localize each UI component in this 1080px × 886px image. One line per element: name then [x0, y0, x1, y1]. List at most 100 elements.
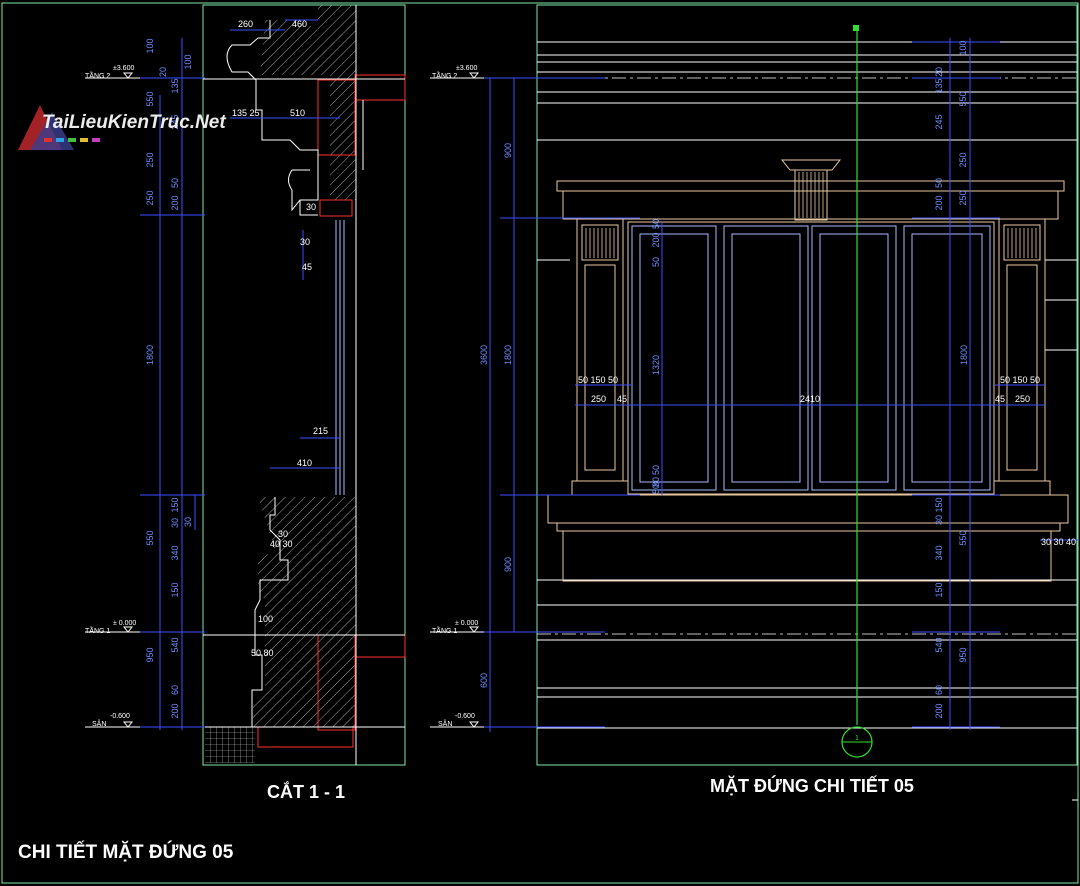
- dim-inner-1800: 1800: [959, 345, 969, 365]
- elev-level-ground-name: SÂN: [438, 719, 452, 728]
- dim-50-80: 50 80: [251, 648, 274, 658]
- section-dim-15: 540: [170, 637, 180, 652]
- section-title: CẮT 1 - 1: [267, 781, 345, 802]
- dim-40-30: 40 30: [270, 539, 293, 549]
- section-right-dim-1: 30: [183, 517, 193, 527]
- elev-right-dim-2: 135: [934, 78, 944, 93]
- dim-30b: 30: [300, 237, 310, 247]
- watermark-text: TaiLieuKienTruc.Net: [42, 112, 226, 133]
- dim-260: 260: [238, 19, 253, 29]
- dim-600: 600: [479, 673, 489, 688]
- section-dim-12: 550: [145, 530, 155, 545]
- section-dim-0: 100: [145, 38, 155, 53]
- elev-right-dim-10: 150: [934, 497, 944, 512]
- section-dim-5: 250: [145, 152, 155, 167]
- section-dim-9: 1800: [145, 345, 155, 365]
- pilaster-flutes: [585, 172, 1037, 258]
- level-markers: [85, 72, 484, 728]
- panel-dim-0: 50: [651, 219, 661, 229]
- elev-right-dim-18: 200: [934, 703, 944, 718]
- section-level-floor1-name: TẦNG 1: [85, 625, 110, 635]
- section-dim-6: 50: [170, 178, 180, 188]
- dim-1800: 1800: [503, 345, 513, 365]
- elev-right-dim-17: 60: [934, 685, 944, 695]
- section-frame: [202, 4, 406, 766]
- elev-right-dim-11: 30: [934, 515, 944, 525]
- section-dim-4: 245: [170, 114, 180, 129]
- elev-right-dim-14: 150: [934, 582, 944, 597]
- section-level-ground-name: SÂN: [92, 719, 106, 728]
- elev-level-floor1-name: TẦNG 1: [432, 625, 457, 635]
- dim-right-row1: 50 150 50: [1000, 375, 1040, 385]
- section-dim-2: 135: [170, 78, 180, 93]
- section-dim-11: 30: [170, 518, 180, 528]
- section-dim-3: 550: [145, 91, 155, 106]
- dim-3600: 3600: [479, 345, 489, 365]
- section-level-floor1-value: ± 0.000: [113, 620, 136, 627]
- axis-label: 1: [855, 735, 859, 742]
- dim-460: 460: [292, 19, 307, 29]
- dim-left-45: 45: [617, 394, 627, 404]
- elev-right-dim-7: 200: [934, 195, 944, 210]
- elevation-drawing: [537, 25, 1077, 758]
- elev-right-dim-16: 950: [958, 647, 968, 662]
- section-dim-18: 200: [170, 703, 180, 718]
- elev-level-floor2-name: TẦNG 2: [432, 70, 457, 80]
- section-dim-14: 150: [170, 582, 180, 597]
- elev-level-floor2-value: ±3.600: [456, 65, 477, 72]
- dim-135-25: 135 25: [232, 108, 260, 118]
- elev-right-dim-6: 50: [934, 178, 944, 188]
- dim-right-row2: 250: [1015, 394, 1030, 404]
- section-dim-13: 340: [170, 545, 180, 560]
- panel-dim-4: 50: [651, 465, 661, 475]
- elev-right-dim-4: 245: [934, 114, 944, 129]
- section-dim-7: 250: [145, 190, 155, 205]
- dim-510: 510: [290, 108, 305, 118]
- dim-left-row1: 50 150 50: [578, 375, 618, 385]
- panel-dim-1: 200: [651, 232, 661, 247]
- section-right-dim-texts: 100 30: [183, 54, 193, 527]
- section-dim-17: 60: [170, 685, 180, 695]
- dim-30c: 30: [278, 529, 288, 539]
- panel-dim-3: 1320: [651, 355, 661, 375]
- section-dim-16: 950: [145, 647, 155, 662]
- elev-right-dim-0: 100: [958, 40, 968, 55]
- elev-right-dim-12: 340: [934, 545, 944, 560]
- panel-dim-2: 50: [651, 257, 661, 267]
- dim-right-base: 30 30 40: [1041, 537, 1076, 547]
- dim-900b: 900: [503, 557, 513, 572]
- watermark-logo: TaiLieuKienTruc.Net: [18, 105, 226, 150]
- elev-right-dim-1: 20: [934, 67, 944, 77]
- elev-right-dim-13: 550: [958, 530, 968, 545]
- elevation-dimension-lines: [480, 38, 1078, 732]
- elev-right-dim-15: 540: [934, 637, 944, 652]
- elev-level-ground-value: -0.600: [455, 713, 475, 720]
- section-drawing: [150, 5, 406, 765]
- panel-dim-6: 50: [651, 484, 661, 494]
- section-dimension-lines: [140, 19, 340, 730]
- dim-45: 45: [302, 262, 312, 272]
- section-dim-1: 20: [158, 67, 168, 77]
- section-level-floor2-name: TẦNG 2: [85, 70, 110, 80]
- elevation-title: MẶT ĐỨNG CHI TIẾT 05: [710, 775, 914, 796]
- dim-2410: 2410: [800, 394, 820, 404]
- sheet-title: CHI TIẾT MẶT ĐỨNG 05: [18, 841, 234, 863]
- panel-dim-5: 80: [651, 477, 661, 487]
- section-level-floor2-value: ±3.600: [113, 65, 134, 72]
- elev-level-floor1-value: ± 0.000: [455, 620, 478, 627]
- section-dim-10: 150: [170, 497, 180, 512]
- section-level-ground-value: -0.600: [110, 713, 130, 720]
- dim-right-45: 45: [995, 394, 1005, 404]
- section-right-dim-0: 100: [183, 54, 193, 69]
- dim-215: 215: [313, 426, 328, 436]
- dim-left-row2: 250: [591, 394, 606, 404]
- dim-410: 410: [297, 458, 312, 468]
- section-dim-8: 200: [170, 195, 180, 210]
- elev-right-dim-5: 250: [958, 152, 968, 167]
- dim-30a: 30: [306, 202, 316, 212]
